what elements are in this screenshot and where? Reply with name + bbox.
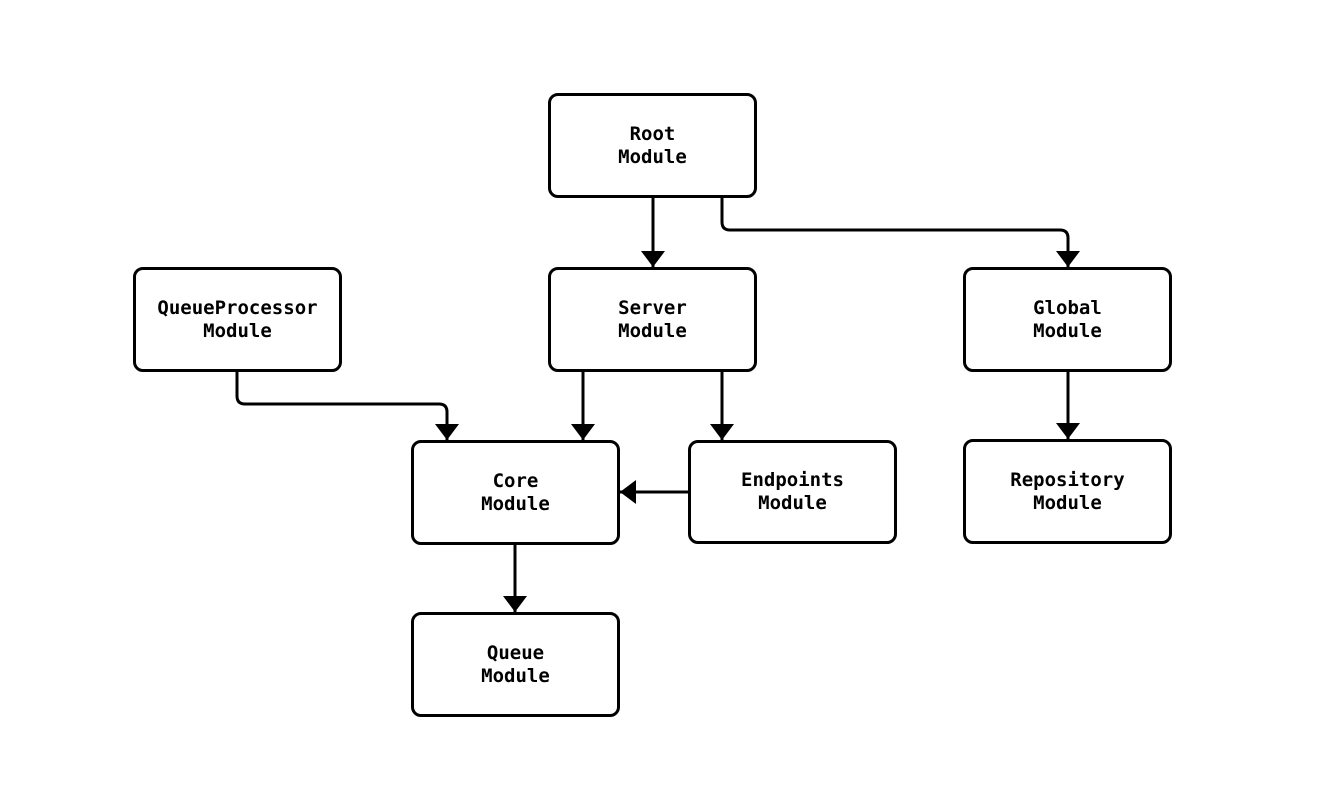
node-label-queueprocessor: QueueProcessor Module bbox=[157, 296, 318, 342]
arrowhead-global-repository bbox=[1056, 423, 1080, 439]
node-root: Root Module bbox=[548, 93, 757, 198]
node-label-core: Core Module bbox=[481, 469, 550, 515]
node-queue: Queue Module bbox=[411, 612, 620, 717]
node-core: Core Module bbox=[411, 440, 620, 545]
arrowhead-endpoints-core bbox=[620, 480, 636, 504]
node-label-server: Server Module bbox=[618, 296, 687, 342]
edge-queueprocessor-core bbox=[235, 370, 449, 442]
node-label-endpoints: Endpoints Module bbox=[741, 469, 844, 514]
arrowhead-root-global bbox=[1056, 251, 1080, 267]
arrowhead-root-server bbox=[641, 251, 665, 267]
node-label-repository: Repository Module bbox=[1010, 468, 1125, 514]
arrowhead-queueprocessor-core bbox=[435, 424, 459, 440]
node-label-global: Global Module bbox=[1033, 296, 1102, 342]
node-queueprocessor: QueueProcessor Module bbox=[133, 267, 342, 372]
arrowhead-server-endpoints bbox=[710, 424, 734, 440]
node-endpoints: Endpoints Module bbox=[688, 440, 897, 544]
node-label-root: Root Module bbox=[618, 122, 687, 168]
node-label-queue: Queue Module bbox=[481, 641, 550, 687]
arrowhead-server-core bbox=[571, 424, 595, 440]
edge-root-global bbox=[720, 196, 1070, 269]
node-global: Global Module bbox=[963, 267, 1172, 372]
arrowhead-core-queue bbox=[503, 596, 527, 612]
node-server: Server Module bbox=[548, 267, 757, 372]
node-repository: Repository Module bbox=[963, 439, 1172, 544]
